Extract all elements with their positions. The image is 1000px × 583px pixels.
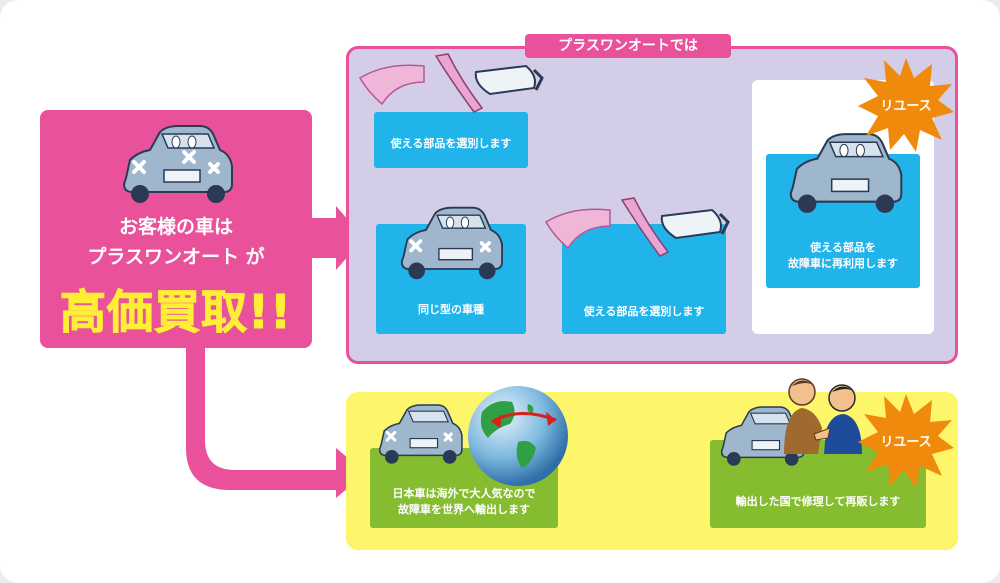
purchase-text-line1: お客様の車は [118,216,233,238]
reuse-badge-bottom-text: リユース [880,434,932,450]
reuse-caption-line2: 故障車に再利用します [788,257,898,270]
parts-select-caption-2: 使える部品を選別します [583,305,705,318]
starburst-icon [858,58,954,152]
car-parts-icon [358,53,544,113]
handshake-icon [784,378,862,454]
purchase-text-line2: プラスワンオート が [87,246,265,268]
pink-arrow-to-top [312,206,364,270]
broken-car-icon [122,125,233,203]
parts-select-box-2: 使える部品を選別します [562,224,726,334]
export-caption-line1: 日本車は海外で大人気なので [392,487,536,500]
purchase-box: お客様の車は プラスワンオート が 高価買取!! [40,110,312,348]
reuse-caption-line1: 使える部品を [810,241,876,254]
pink-arrow-to-bottom [186,346,366,498]
starburst-icon-2 [858,394,954,488]
globe-icon [468,386,568,486]
export-car-icon [378,404,463,464]
car-parts-icon-2 [544,197,730,257]
reuse-badge-bottom: リユース [858,392,954,488]
purchase-headline: 高価買取!! [60,285,292,340]
reuse-badge-top-text: リユース [880,98,932,114]
resale-caption: 輸出した国で修理して再販します [735,495,901,508]
export-caption-line2: 故障車を世界へ輸出します [398,503,530,516]
resale-car-icon [720,406,805,466]
same-model-box: 同じ型の車種 [376,206,526,334]
parts-select-caption-1: 使える部品を選別します [390,137,512,150]
same-model-caption: 同じ型の車種 [418,303,484,316]
parts-select-box-1: 使える部品を選別します [374,112,528,168]
same-model-car-icon [400,206,503,280]
reuse-badge-top: リユース [858,56,954,152]
repaired-car-icon [789,133,903,213]
in-house-panel-title: プラスワンオートでは [525,34,731,58]
